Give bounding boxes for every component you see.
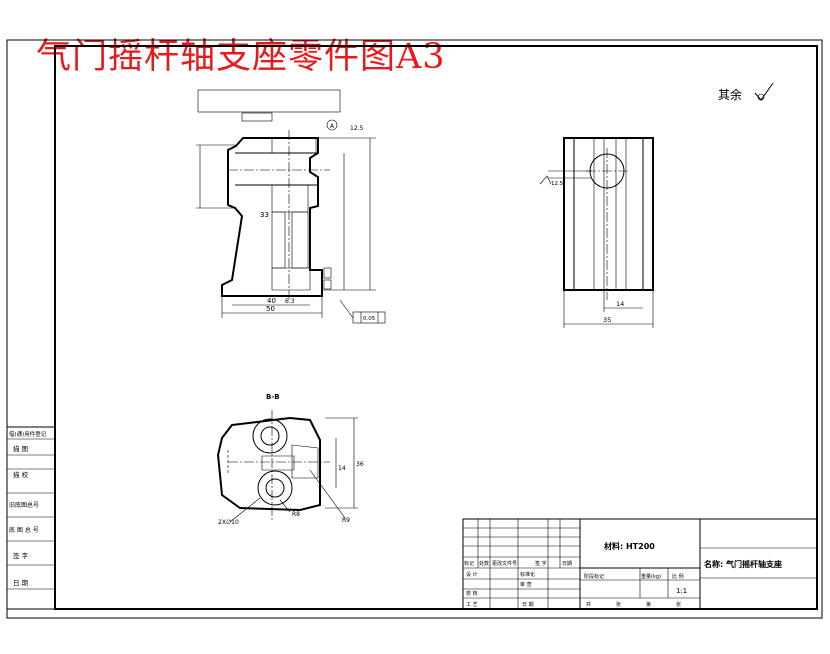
side-dim-14: 14	[616, 300, 624, 308]
section-dim-36: 36	[356, 461, 364, 468]
title-block: 标记 处数 更改文件号 签 字 日期 设 计 标准化 校 核 审 查 工 艺 日…	[462, 518, 818, 610]
tb-material: 材料: HT200	[604, 541, 655, 551]
tb-date: 日 期	[522, 602, 534, 608]
tb-part-name: 名称: 气门摇杆轴支座	[704, 559, 782, 569]
side-dim-12-5: 12.5	[551, 181, 564, 187]
roughness-note: 其余	[718, 82, 774, 102]
tb-col-date: 日期	[562, 561, 572, 567]
section-upper-boss	[252, 418, 288, 454]
front-dim-33: 33	[260, 211, 269, 219]
tb-total: 共	[586, 601, 591, 608]
inner-border	[54, 45, 818, 610]
side-dim-35: 35	[603, 316, 611, 324]
tb-col-change: 更改文件号	[492, 560, 517, 567]
section-dim-14: 14	[338, 465, 346, 472]
strip-label-3: 旧底图总号	[9, 501, 39, 509]
front-dim-12-5: 12.5	[350, 125, 364, 132]
datum-a-icon	[326, 119, 338, 131]
front-dim-6-3: 6.3	[285, 298, 295, 305]
tb-check: 校 核	[466, 590, 478, 597]
front-top-frame	[197, 89, 341, 113]
front-outline	[221, 137, 323, 297]
left-strip: 借(通)用件登记 描 图 描 校 旧底图总号 底 图 总 号 签 字 日 期	[6, 426, 56, 610]
flatness-frame	[352, 311, 386, 324]
tb-review: 审 查	[520, 581, 532, 588]
roughness-circle-icon	[757, 93, 765, 101]
tb-col-count: 处数	[479, 560, 489, 567]
section-dim-hole: 2X∅10	[218, 519, 239, 526]
front-dim-40: 40	[267, 297, 276, 305]
tb-no-unit: 张	[676, 601, 681, 608]
side-roughness-icon	[539, 175, 552, 185]
tb-total-unit: 张	[616, 601, 621, 608]
tb-scale-label: 比 例	[672, 573, 684, 580]
outer-border	[6, 39, 823, 619]
tb-process: 工 艺	[466, 602, 478, 608]
section-dim-r8: R8	[292, 511, 300, 518]
roughness-note-label: 其余	[718, 87, 742, 102]
strip-label-4: 底 图 总 号	[9, 526, 39, 534]
section-lower-boss	[257, 470, 293, 506]
strip-label-5: 签 字	[13, 551, 29, 560]
tb-col-sign: 签 字	[535, 560, 547, 567]
front-view: 50 40 33 6.3 12.5 A 0.05	[196, 89, 386, 324]
side-view: 12.5 35 14	[539, 137, 654, 328]
tb-stage: 阶段标记	[584, 573, 604, 580]
strip-label-2: 描 校	[13, 470, 29, 479]
section-dim-r9: R9	[342, 517, 350, 524]
tb-standard: 标准化	[520, 571, 535, 578]
tb-weight: 重量(kg)	[641, 573, 661, 580]
strip-label-top: 借(通)用件登记	[9, 430, 47, 438]
section-view: B-B R9 36 14 2X∅10 R8	[216, 393, 364, 526]
tb-no: 第	[646, 601, 651, 608]
section-label: B-B	[266, 393, 280, 401]
flatness-value: 0.05	[363, 316, 376, 322]
strip-label-6: 日 期	[13, 579, 29, 587]
tb-scale-value: 1:1	[676, 587, 687, 595]
section-outline	[216, 416, 321, 512]
drawing-title: 气门摇杆轴支座零件图A3	[36, 37, 446, 77]
tb-col-mark: 标记	[464, 560, 474, 567]
datum-a-label: A	[330, 123, 335, 130]
tb-design: 设 计	[466, 571, 478, 578]
side-outline	[563, 137, 654, 291]
strip-label-1: 描 图	[13, 444, 28, 453]
front-dim-50: 50	[266, 305, 275, 313]
